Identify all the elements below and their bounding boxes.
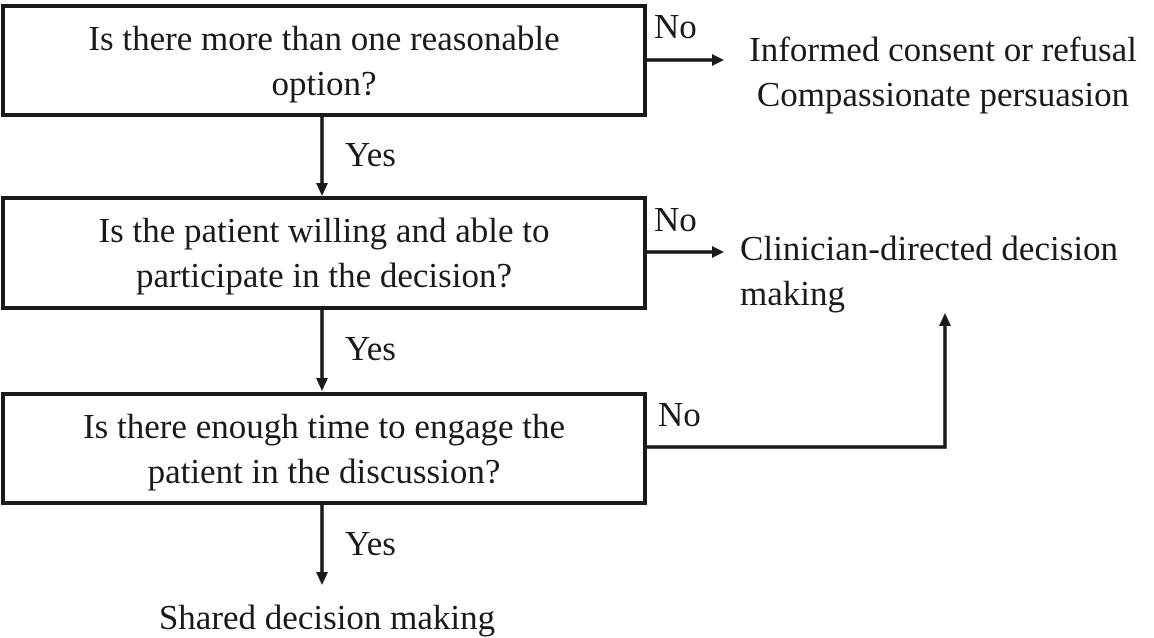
- question-box-patient-willing-line2: participate in the decision?: [135, 256, 513, 295]
- question-box-patient-willing-line1: Is the patient willing and able to: [98, 211, 550, 250]
- q3-yes-arrowhead-icon: [316, 572, 328, 585]
- question-box-options-line2: option?: [271, 63, 377, 103]
- q1-yes-arrowhead-icon: [316, 183, 328, 196]
- q2-yes-arrowhead-icon: [316, 378, 328, 391]
- q1-yes-label: Yes: [345, 135, 396, 174]
- outcome-clinician-directed-line2: making: [740, 274, 845, 313]
- outcome-informed-consent-line1: Informed consent or refusal: [749, 30, 1137, 69]
- q2-yes-label: Yes: [345, 329, 396, 368]
- q3-yes-label: Yes: [345, 524, 396, 563]
- outcome-shared-decision: Shared decision making: [158, 598, 496, 637]
- q3-no-label: No: [658, 395, 701, 434]
- outcome-informed-consent: Informed consent or refusal Compassionat…: [728, 27, 1154, 117]
- outcome-informed-consent-line2: Compassionate persuasion: [756, 75, 1130, 114]
- q1-no-arrowhead-icon: [712, 54, 724, 66]
- q1-no-label: No: [654, 7, 697, 46]
- q2-no-arrowhead-icon: [712, 246, 724, 258]
- q3-no-arrowhead-icon: [939, 313, 951, 326]
- q2-no-label: No: [654, 200, 697, 239]
- question-box-options: Is there more than one reasonable option…: [1, 4, 647, 117]
- question-box-options-line1: Is there more than one reasonable: [88, 18, 560, 58]
- question-box-enough-time-line1: Is there enough time to engage the: [82, 406, 566, 446]
- q3-no-elbow-line: [647, 326, 947, 449]
- question-box-enough-time-line2: patient in the discussion?: [147, 451, 501, 491]
- question-box-enough-time: Is there enough time to engage the patie…: [1, 392, 647, 505]
- outcome-clinician-directed-line1: Clinician-directed decision: [740, 229, 1119, 268]
- question-box-patient-willing: Is the patient willing and able to parti…: [1, 196, 647, 310]
- outcome-clinician-directed: Clinician-directed decision making: [740, 226, 1118, 316]
